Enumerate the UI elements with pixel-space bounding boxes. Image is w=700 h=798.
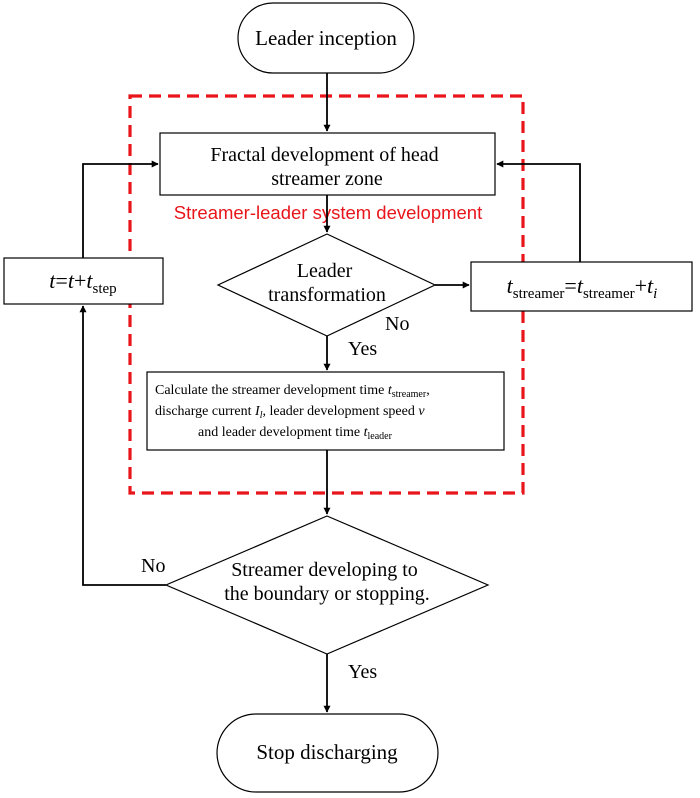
stop-discharging-label: Stop discharging — [256, 740, 398, 764]
time-step-label: t=t+tstep — [49, 268, 116, 297]
calculate-line-3: and leader development time tleader — [198, 425, 393, 442]
arrow-boundary-to-timestep — [79, 305, 166, 586]
edge-label-boundary-no: No — [141, 555, 165, 577]
boundary-label: Streamer developing to the boundary or s… — [224, 559, 430, 605]
arrow-timestep-to-fractal — [82, 160, 159, 258]
calculate-node — [146, 371, 505, 451]
time-step-node — [3, 257, 164, 305]
leader-inception-node — [237, 2, 415, 74]
edge-label-transformation-yes: Yes — [348, 338, 377, 360]
fractal-development-label: Fractal development of head streamer zon… — [210, 144, 443, 190]
zone-label: Streamer-leader system development — [174, 202, 482, 223]
arrow-update-to-fractal — [496, 160, 581, 262]
edge-label-transformation-no: No — [385, 313, 409, 335]
t-streamer-update-node — [470, 261, 693, 312]
edge-label-boundary-yes: Yes — [348, 661, 377, 683]
t-streamer-update-label: tstreamer=tstreamer+ti — [507, 273, 658, 302]
stop-discharging-node — [216, 713, 439, 793]
leader-transformation-label: Leader transformation — [268, 260, 386, 306]
calculate-line-2: discharge current Il, leader development… — [155, 404, 425, 421]
calculate-line-1: Calculate the streamer development time … — [155, 383, 430, 400]
leader-inception-label: Leader inception — [255, 26, 397, 50]
fractal-development-node — [159, 132, 496, 196]
